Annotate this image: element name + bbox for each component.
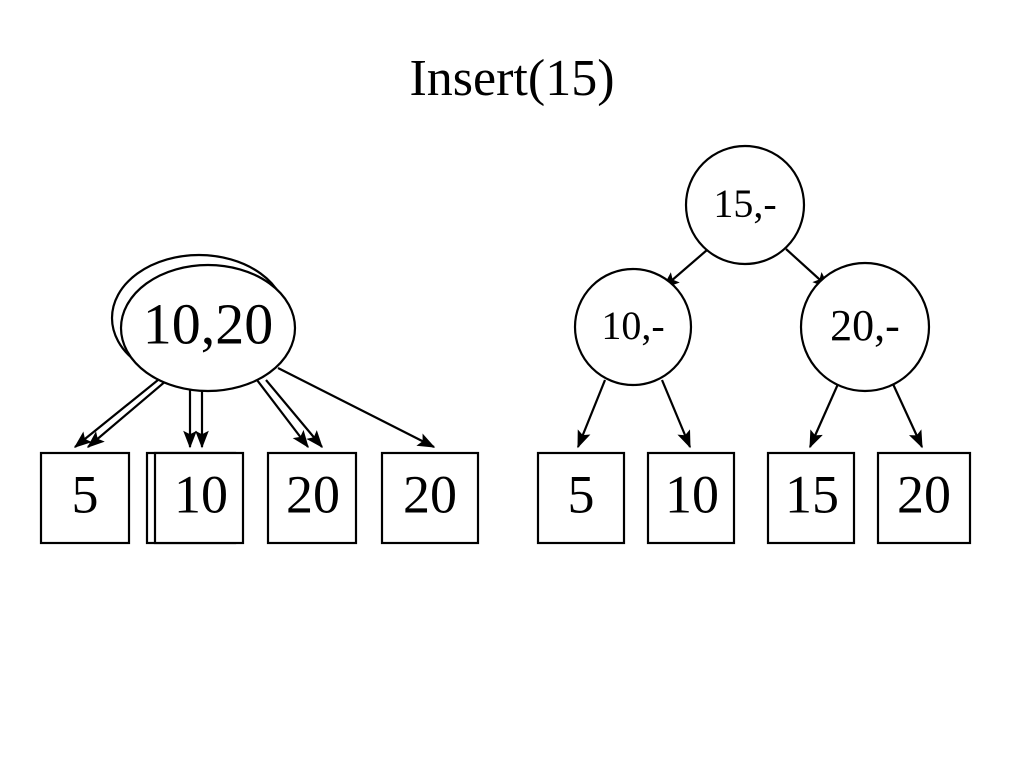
left-edge-to-leaf-3-ghost <box>256 379 309 449</box>
left-leaf-label-3: 20 <box>286 464 340 524</box>
right-root-label: 15,- <box>713 181 776 226</box>
left-leaf-box-1 <box>39 451 131 545</box>
right-edge-child2-to-leaf-3 <box>808 383 840 449</box>
right-leaf-box-2 <box>646 451 736 545</box>
left-root-ellipse <box>119 263 297 393</box>
left-tree-group: 10,20 5 10 20 20 <box>39 253 480 545</box>
right-leaf-box-4 <box>876 451 972 545</box>
left-leaf-box-4 <box>380 451 480 545</box>
right-leaf-label-1: 5 <box>568 464 595 524</box>
right-leaf-label-3: 15 <box>785 464 839 524</box>
right-child1-label: 10,- <box>601 303 664 348</box>
right-leaf-label-4: 20 <box>897 464 951 524</box>
page-title: Insert(15) <box>409 50 615 107</box>
right-edge-child1-to-leaf-2 <box>660 379 692 449</box>
left-leaf-label-4: 20 <box>403 464 457 524</box>
left-leaf-label-1: 5 <box>72 464 99 524</box>
left-edge-to-leaf-1-ghost <box>73 379 159 448</box>
right-root-circle <box>684 144 806 266</box>
left-leaf-label-2: 10 <box>174 464 228 524</box>
right-leaf-box-1 <box>536 451 626 545</box>
right-leaf-label-2: 10 <box>665 464 719 524</box>
left-leaf-box-3 <box>266 451 358 545</box>
right-edge-child1-to-leaf-1 <box>576 379 607 449</box>
left-root-label: 10,20 <box>143 291 274 356</box>
right-child1-circle <box>573 267 693 387</box>
right-leaf-box-3 <box>766 451 856 545</box>
left-edge-to-leaf-3 <box>265 379 323 449</box>
right-tree-group: 15,- 10,- 20,- 5 10 15 20 <box>536 144 972 545</box>
right-edge-child2-to-leaf-4 <box>892 383 923 449</box>
right-child2-circle <box>799 261 931 393</box>
left-edge-to-leaf-1 <box>86 379 168 448</box>
left-leaf-box-2 <box>153 451 245 545</box>
left-edge-to-leaf-4 <box>277 367 436 448</box>
right-child2-label: 20,- <box>830 301 900 350</box>
